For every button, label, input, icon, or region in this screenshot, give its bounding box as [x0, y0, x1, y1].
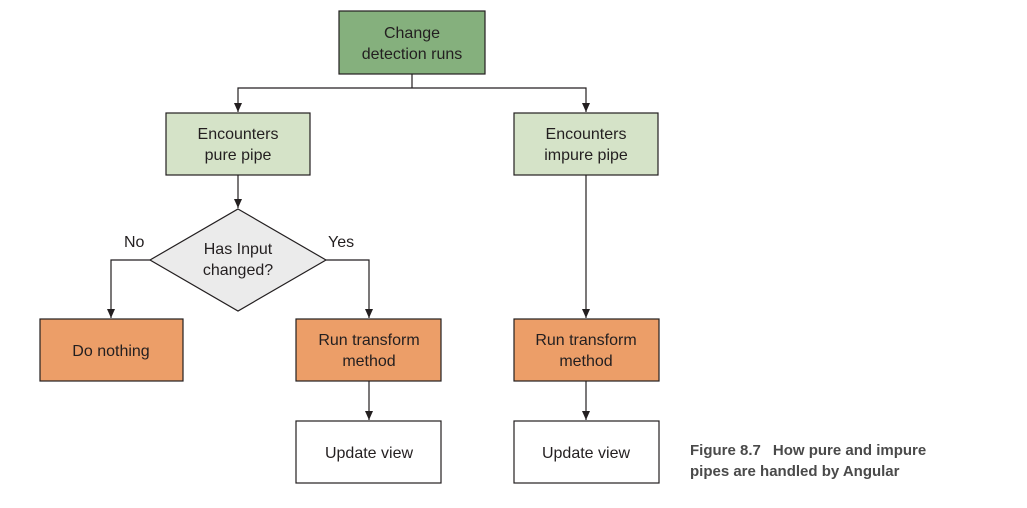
node-run-transform-method-right: Run transform method	[513, 318, 660, 382]
connector-start-to-pure-pipe	[234, 87, 412, 112]
node-update-view-right: Update view	[513, 420, 660, 484]
connectors	[107, 74, 590, 420]
node-run-transform-method-left: Run transform method	[295, 318, 442, 382]
node-do-nothing-label: Do nothing	[72, 343, 149, 360]
node-update-view-left-label: Update view	[325, 445, 413, 462]
figure-caption-line1: Figure 8.7 How pure and impure	[690, 440, 1020, 461]
node-update-view-left: Update view	[295, 420, 442, 484]
decision-has-input-changed-line2: changed?	[203, 262, 273, 279]
figure-caption-text-line1: How pure and impure	[772, 442, 927, 459]
connector-decision-no	[107, 259, 150, 318]
node-encounters-impure-pipe: Encounters impure pipe	[513, 112, 659, 176]
connector-decision-yes	[326, 259, 373, 318]
node-update-view-right-label: Update view	[542, 445, 630, 462]
node-change-detection-runs-line2: detection runs	[362, 46, 463, 63]
figure-number: Figure 8.7	[690, 442, 761, 459]
node-do-nothing: Do nothing	[39, 318, 184, 382]
node-run-transform-right-line2: method	[559, 353, 612, 370]
node-encounters-impure-pipe-line1: Encounters	[546, 126, 627, 143]
decision-has-input-changed: Has Input changed?	[148, 208, 328, 312]
edge-label-yes: Yes	[328, 234, 354, 251]
connector-start-to-impure-pipe	[412, 87, 590, 112]
node-encounters-pure-pipe-line1: Encounters	[198, 126, 279, 143]
edge-label-no: No	[124, 234, 145, 251]
node-encounters-pure-pipe: Encounters pure pipe	[165, 112, 311, 176]
decision-has-input-changed-line1: Has Input	[204, 241, 273, 258]
node-run-transform-left-line1: Run transform	[318, 332, 419, 349]
node-change-detection-runs-line1: Change	[384, 25, 440, 42]
node-encounters-pure-pipe-line2: pure pipe	[205, 147, 272, 164]
figure-caption: Figure 8.7 How pure and impure pipes are …	[690, 440, 1020, 482]
node-run-transform-right-line1: Run transform	[535, 332, 636, 349]
node-run-transform-left-line2: method	[342, 353, 395, 370]
node-encounters-impure-pipe-line2: impure pipe	[544, 147, 628, 164]
figure-caption-text-line2: pipes are handled by Angular	[690, 463, 900, 480]
node-change-detection-runs: Change detection runs	[338, 10, 486, 75]
